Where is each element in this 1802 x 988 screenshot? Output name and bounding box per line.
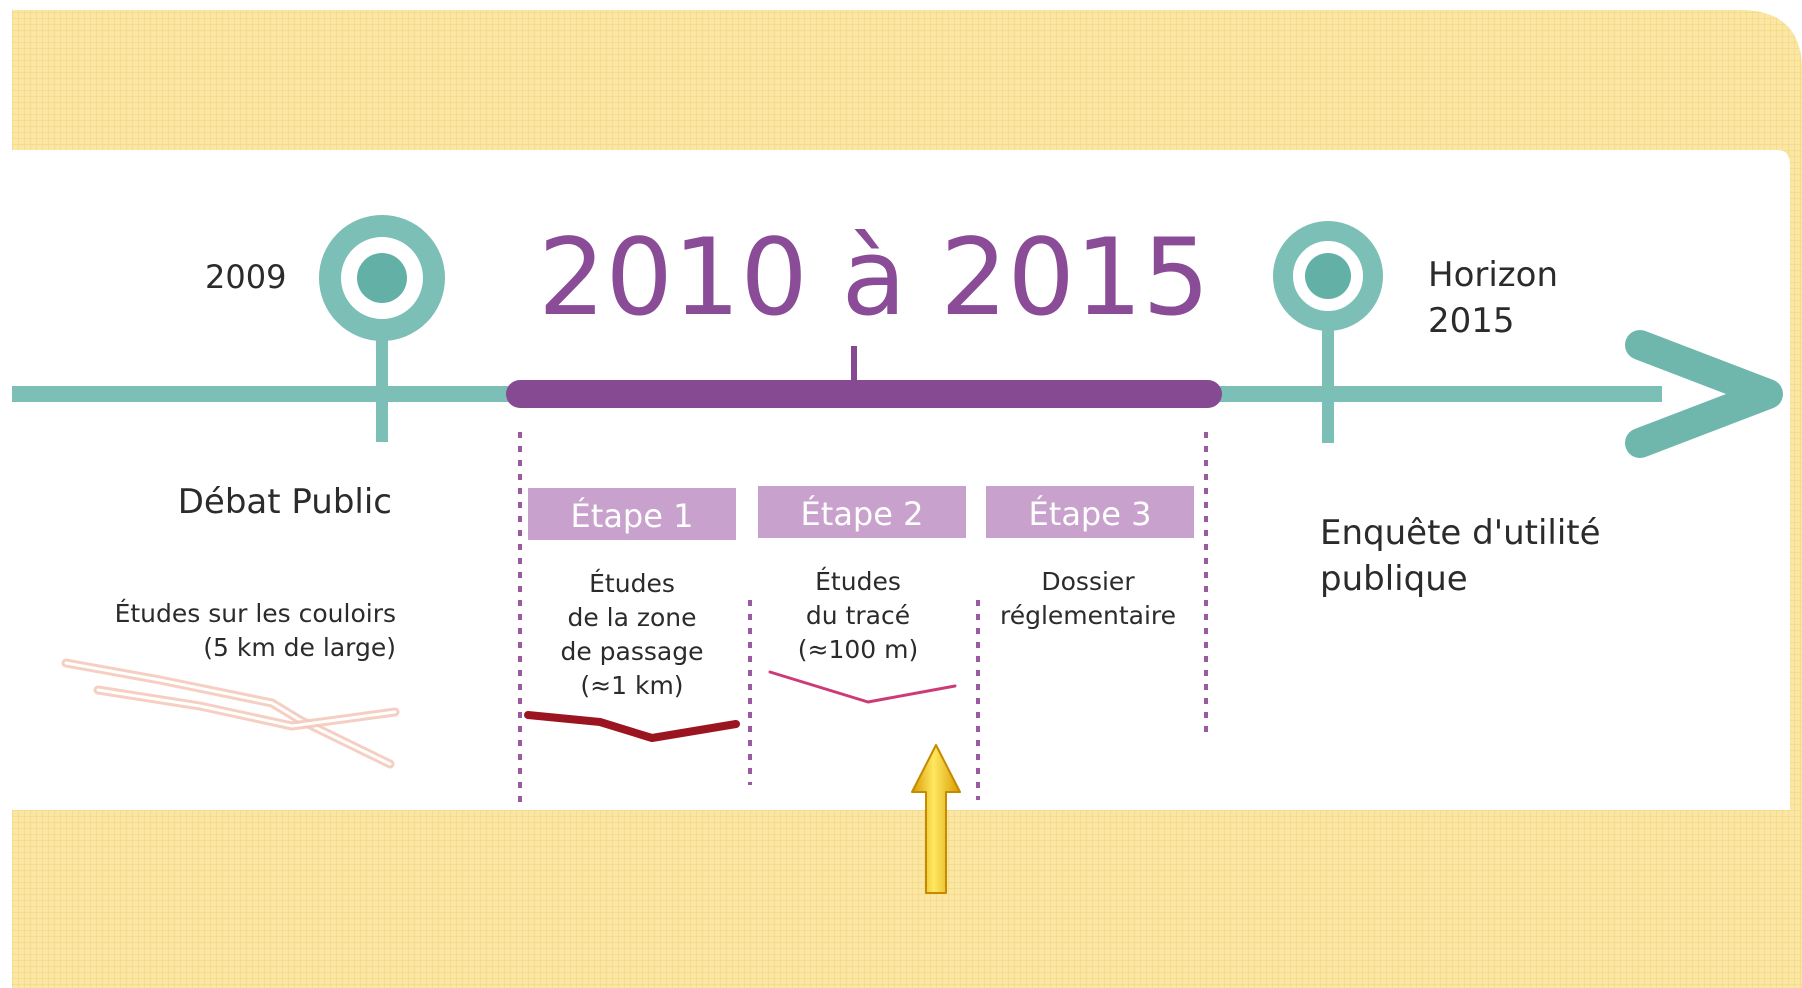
step-box (986, 486, 1194, 538)
step-line: de passage (560, 637, 703, 666)
route-zone-line (524, 711, 740, 742)
right-section-title-line1: Enquête d'utilité (1320, 513, 1601, 553)
step-line: (≈1 km) (580, 671, 683, 700)
target-pin-icon (1273, 221, 1383, 443)
arrow-up-icon (911, 744, 961, 894)
step-line: (≈100 m) (798, 635, 918, 664)
step-label: Étape 2 (801, 495, 924, 533)
step-1: Étape 1 Études de la zone de passage (≈1… (528, 488, 736, 700)
step-label: Étape 1 (571, 497, 694, 535)
step-line: du tracé (806, 601, 910, 630)
right-year-line1: Horizon (1428, 255, 1558, 295)
route-trace-line (768, 670, 957, 704)
dividers (518, 432, 1208, 810)
step-line: de la zone (567, 603, 696, 632)
right-year-line2: 2015 (1428, 301, 1515, 341)
left-year: 2009 (205, 258, 286, 296)
left-section-caption-line1: Études sur les couloirs (115, 599, 396, 628)
period-bar (506, 346, 1222, 408)
left-section-caption-line2: (5 km de large) (203, 633, 396, 662)
step-line: Études (815, 567, 901, 596)
target-pin-icon (319, 215, 445, 442)
step-line: réglementaire (1000, 601, 1176, 630)
step-line: Études (589, 569, 675, 598)
step-3: Étape 3 Dossier réglementaire (986, 486, 1194, 630)
step-box (528, 488, 736, 540)
left-section-title: Débat Public (178, 482, 392, 522)
arrow-right-icon (1625, 330, 1783, 458)
right-section-title-line2: publique (1320, 559, 1468, 599)
step-2: Étape 2 Études du tracé (≈100 m) (758, 486, 966, 664)
main-period-title: 2010 à 2015 (538, 216, 1210, 339)
step-box (758, 486, 966, 538)
corridor-lines (61, 658, 400, 769)
step-line: Dossier (1041, 567, 1135, 596)
step-label: Étape 3 (1029, 495, 1152, 533)
